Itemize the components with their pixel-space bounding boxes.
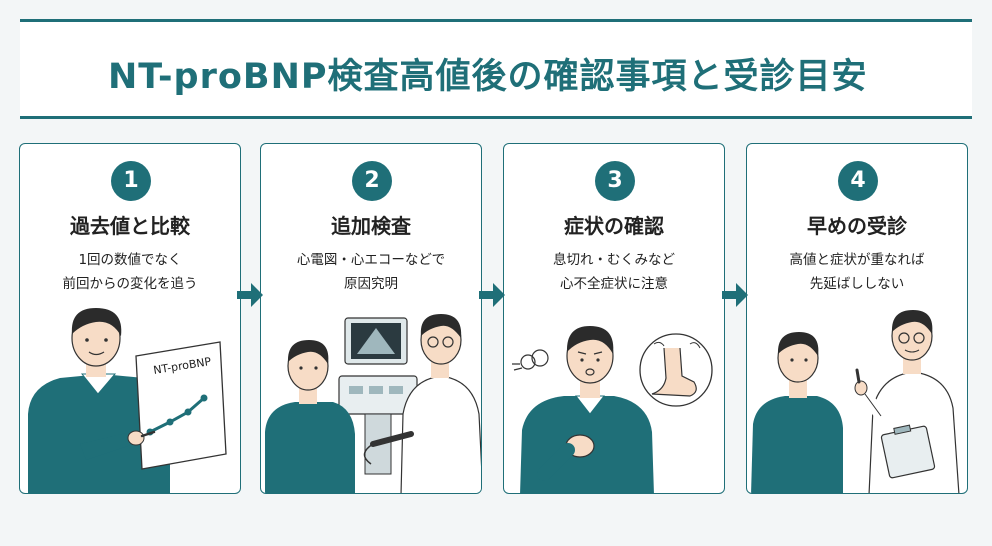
- foot-swelling-icon: [639, 333, 713, 407]
- step-description: 1回の数値でなく 前回からの変化を追う: [20, 248, 240, 296]
- step-card-3: 3 症状の確認 息切れ・むくみなど 心不全症状に注意: [503, 143, 725, 494]
- step-description-line: 高値と症状が重なれば: [789, 252, 925, 268]
- step-title: 過去値と比較: [70, 214, 190, 238]
- symptom-check-illustration: [512, 326, 713, 493]
- breath-puff-icon: [512, 349, 549, 371]
- trend-chart-icon: [135, 341, 227, 470]
- step-number-badge: 2: [352, 161, 392, 201]
- right-arrow-icon: [722, 283, 748, 307]
- right-arrow-icon: [479, 283, 505, 307]
- step-title: 早めの受診: [807, 214, 907, 238]
- step-title: 追加検査: [331, 214, 411, 238]
- man-with-chart-illustration: NT-proBNP: [28, 308, 227, 493]
- step-number-badge: 3: [595, 161, 635, 201]
- step-number-badge: 4: [838, 161, 878, 201]
- doctor-consultation-illustration: [751, 310, 960, 493]
- step-card-2: 2 追加検査 心電図・心エコーなどで 原因究明: [260, 143, 482, 494]
- step-description-line: 前回からの変化を追う: [62, 276, 198, 292]
- step-description-line: 心不全症状に注意: [560, 276, 668, 292]
- step-number-badge: 1: [111, 161, 151, 201]
- page-title: NT-proBNP検査高値後の確認事項と受診目安: [108, 57, 868, 97]
- step-description-line: 原因究明: [344, 276, 398, 292]
- step-description: 心電図・心エコーなどで 原因究明: [261, 248, 481, 296]
- step-description: 息切れ・むくみなど 心不全症状に注意: [504, 248, 724, 296]
- step-description-line: 息切れ・むくみなど: [552, 252, 676, 268]
- right-arrow-icon: [237, 283, 263, 307]
- clipboard-icon: [880, 424, 936, 479]
- title-banner: NT-proBNP検査高値後の確認事項と受診目安: [20, 19, 972, 119]
- step-card-4: 4 早めの受診 高値と症状が重なれば 先延ばししない: [746, 143, 968, 494]
- step-description: 高値と症状が重なれば 先延ばししない: [747, 248, 967, 296]
- ultrasound-exam-illustration: [265, 314, 481, 493]
- step-description-line: 心電図・心エコーなどで: [296, 252, 446, 268]
- step-card-1: 1 過去値と比較 1回の数値でなく 前回からの変化を追う NT-proBNP: [19, 143, 241, 494]
- step-description-line: 先延ばししない: [809, 276, 905, 292]
- step-description-line: 1回の数値でなく: [78, 252, 182, 268]
- step-title: 症状の確認: [564, 214, 664, 238]
